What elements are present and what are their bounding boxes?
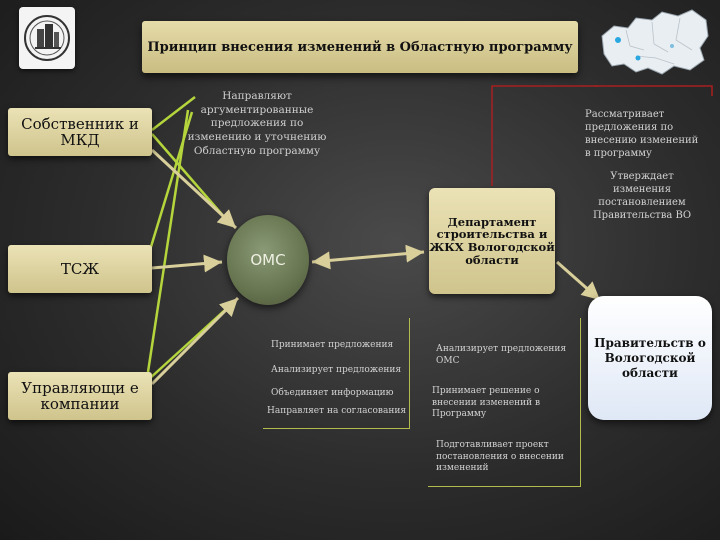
oms-action-item: Принимает предложения [271, 340, 394, 350]
page-title: Принцип внесения изменений в Областную п… [142, 21, 578, 73]
oms-actions-list: Принимает предложения Анализирует предло… [263, 318, 410, 429]
oms-action-item: Направляет на согласования [267, 406, 407, 416]
dept-actions-list: Анализирует предложения ОМС Принимает ре… [428, 318, 581, 487]
gold-arrows [150, 148, 601, 386]
oms-dept-arrow [311, 244, 425, 270]
owner-box: Собственник и МКД [8, 108, 152, 156]
department-box: Департамент строительства и ЖКХ Вологодс… [429, 188, 555, 294]
dept-gov-arrow [556, 260, 601, 302]
oms-action-item: Объединяет информацию [271, 388, 394, 398]
uk-arrow [150, 296, 240, 386]
building-emblem-icon [24, 15, 70, 61]
owner-to-notes-line [151, 96, 196, 131]
reviews-note: Рассматривает предложения по внесению из… [585, 109, 699, 159]
approves-note: Утверждает изменения постановлением Прав… [592, 171, 692, 221]
tszh-box: ТСЖ [8, 245, 152, 293]
oms-action-item: Анализирует предложения [271, 365, 402, 375]
government-box: Правительств о Вологодской области [588, 296, 712, 420]
owner-arrow [150, 148, 238, 230]
dept-action-item: Анализирует предложения ОМС [436, 344, 567, 366]
region-map [596, 6, 714, 78]
management-companies-box: Управляющи е компании [8, 372, 152, 420]
region-map-icon [601, 9, 709, 75]
oms-node: ОМС [227, 215, 309, 305]
red-process-frame [491, 85, 713, 186]
tszh-arrow [151, 254, 223, 273]
dept-action-item: Принимает решение о внесении изменений в… [432, 386, 541, 420]
uk-to-notes-line [146, 109, 190, 373]
emblem-logo [19, 7, 75, 69]
dept-action-item: Подготавливает проект постановления о вн… [436, 440, 564, 474]
directions-note: Направляют аргументированные предложения… [187, 90, 327, 157]
